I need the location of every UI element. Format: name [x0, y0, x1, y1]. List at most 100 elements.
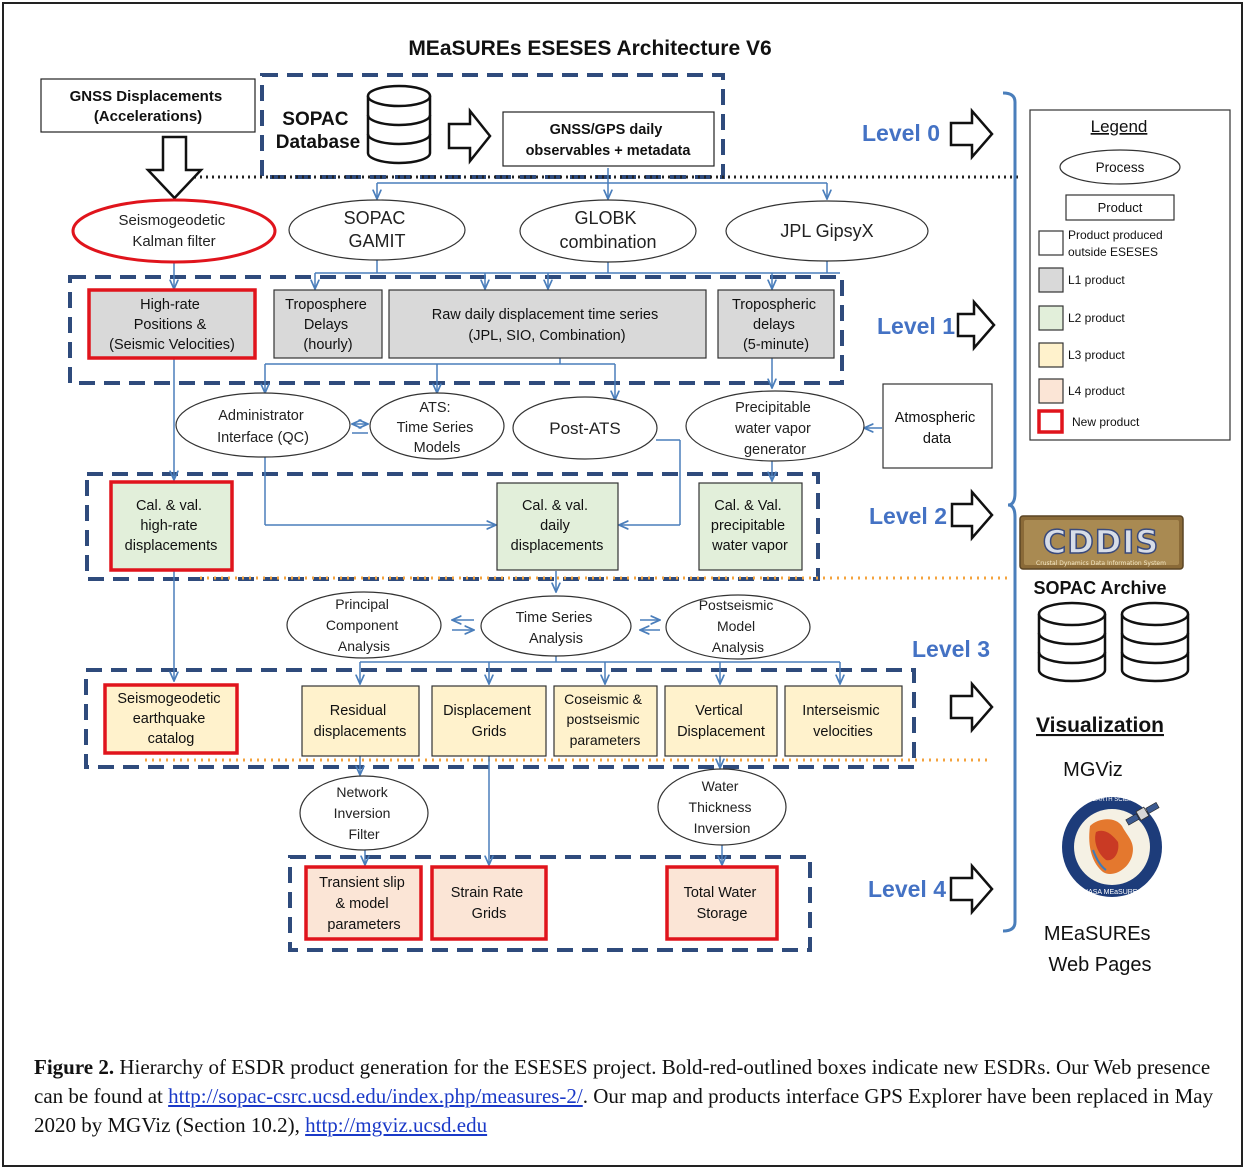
mgviz-link[interactable]: http://mgviz.ucsd.edu	[305, 1113, 488, 1137]
svg-text:Tropospheric delays: Tropospheric delays (5-minute)	[732, 297, 820, 353]
svg-text:NASA MEaSUREs: NASA MEaSUREs	[1083, 889, 1141, 896]
database-cylinder-icon	[366, 84, 432, 165]
figure-label: Figure 2.	[34, 1055, 115, 1079]
svg-text:Post-ATS: Post-ATS	[549, 419, 620, 438]
svg-text:GNSS/GPS daily observabl: GNSS/GPS daily observables + metadata	[526, 122, 692, 159]
architecture-diagram: MEaSUREs ESESES Architecture V6	[40, 37, 1231, 976]
level4-label: Level 4	[868, 876, 946, 902]
transient-slip-product: Transient slip & model parameters	[304, 865, 423, 941]
level0-label: Level 0	[862, 120, 940, 146]
svg-text:Seismogeodetic earthquak: Seismogeodetic earthquake catalog	[117, 691, 224, 747]
svg-text:Precipitable water vapor: Precipitable water vapor generator	[734, 400, 815, 458]
sopac-database-label: SOPAC Database	[276, 109, 361, 153]
figure-caption: Figure 2. Hierarchy of ESDR product gene…	[34, 1053, 1214, 1140]
level3-label: Level 3	[912, 636, 990, 662]
level-arrows	[949, 107, 996, 916]
svg-text:Product produced outside: Product produced outside ESESES	[1068, 228, 1166, 259]
archive-database-icon-2	[1120, 601, 1190, 683]
svg-text:L4 product: L4 product	[1068, 384, 1125, 398]
level4-arrow-icon	[949, 862, 994, 916]
svg-text:L1 product: L1 product	[1068, 273, 1125, 287]
pwv-product: Cal. & Val. precipitable water vapor	[698, 482, 803, 571]
ats-process: ATS: Time Series Models	[369, 392, 505, 460]
daily-displacements-product: Cal. & val. daily displacements	[496, 482, 619, 571]
svg-text:GLOBK combination: GLOBK combination	[559, 208, 656, 252]
svg-text:Seismogeodetic Kalman fi: Seismogeodetic Kalman filter	[119, 212, 230, 250]
level4-frame	[288, 855, 812, 952]
level3-arrow-icon	[949, 680, 994, 734]
svg-text:Troposphere Delays: Troposphere Delays (hourly)	[285, 297, 371, 353]
raw-daily-timeseries-product: Raw daily displacement time series (JPL,…	[388, 289, 707, 359]
svg-text:Time Series Analysis: Time Series Analysis	[516, 610, 597, 647]
gnss-observables-box: GNSS/GPS daily observables + metadata	[502, 111, 715, 167]
residual-displacements-product: Residual displacements	[301, 685, 420, 757]
high-rate-positions-product: High-rate Positions & (Seismic Velocitie…	[87, 288, 257, 360]
caption-text-2: . Our map and products interface GPS Exp…	[34, 1084, 1214, 1137]
network-inversion-process: Network Inversion Filter	[299, 775, 429, 851]
legend-title: Legend	[1091, 117, 1148, 136]
svg-text:Network Inversion: Network Inversion Filter	[334, 784, 395, 842]
svg-text:CDDIS: CDDIS	[1043, 523, 1160, 561]
svg-text:Vertical Displacement: Vertical Displacement	[677, 703, 765, 740]
troposphere-hourly-product: Troposphere Delays (hourly)	[273, 289, 383, 359]
pwv-generator-process: Precipitable water vapor generator	[685, 390, 865, 462]
globk-process: GLOBK combination	[519, 199, 697, 263]
sopac-archive-label: SOPAC Archive	[1033, 578, 1166, 598]
pca-process: Principal Component Analysis	[286, 591, 442, 659]
water-thickness-process: Water Thickness Inversion	[657, 768, 787, 846]
admin-interface-process: Administrator Interface (QC)	[175, 392, 351, 458]
archive-database-icon-1	[1037, 601, 1107, 683]
level1-arrow-icon	[956, 298, 996, 352]
svg-text:Total Water Storage: Total Water Storage	[684, 885, 761, 922]
sopac-measures-link[interactable]: http://sopac-csrc.ucsd.edu/index.php/mea…	[168, 1084, 583, 1108]
svg-text:Administrator Interface: Administrator Interface (QC)	[217, 408, 309, 446]
displacement-grids-product: Displacement Grids	[431, 685, 547, 757]
svg-text:L3 product: L3 product	[1068, 348, 1125, 362]
strain-rate-grids-product: Strain Rate Grids	[430, 865, 548, 941]
svg-text:ATS: Time Series M: ATS: Time Series Models	[397, 400, 478, 456]
diagram-title: MEaSUREs ESESES Architecture V6	[408, 37, 771, 60]
svg-text:GNSS Displacements (Acce: GNSS Displacements (Accelerations)	[70, 88, 227, 125]
svg-text:Coseismic & postseismic: Coseismic & postseismic parameters	[564, 691, 646, 748]
gnss-displacements-box: GNSS Displacements (Accelerations)	[40, 78, 256, 133]
svg-text:Displacement Grids: Displacement Grids	[443, 703, 535, 740]
level3-frame	[84, 668, 916, 769]
svg-text:JPL GipsyX: JPL GipsyX	[780, 221, 873, 241]
caption-text-1: Hierarchy of ESDR product generation for…	[34, 1055, 1211, 1108]
tropospheric-5min-product: Tropospheric delays (5-minute)	[717, 289, 835, 359]
cddis-logo: CDDIS Crustal Dynamics Data Information …	[1019, 515, 1184, 570]
time-series-analysis-process: Time Series Analysis	[480, 595, 632, 657]
gnss-down-arrow	[145, 135, 204, 200]
interseismic-velocities-product: Interseismic velocities	[784, 685, 903, 757]
hr-displacements-product: Cal. & val. high-rate displacements	[109, 480, 234, 572]
gamit-process: SOPAC GAMIT	[288, 199, 466, 261]
svg-text:High-rate Positions &: High-rate Positions & (Seismic Velocitie…	[109, 297, 235, 353]
svg-text:Postseismic Model: Postseismic Model Analysis	[699, 597, 778, 655]
level1-frame	[68, 275, 844, 385]
svg-text:Strain Rate Grids: Strain Rate Grids	[451, 885, 528, 922]
svg-text:Atmospheric data: Atmospheric data	[895, 410, 980, 447]
svg-text:New product: New product	[1072, 415, 1140, 429]
atmospheric-data-box: Atmospheric data	[882, 383, 993, 469]
svg-text:Principal Component: Principal Component Analysis	[326, 596, 402, 654]
svg-text:Product: Product	[1098, 200, 1143, 215]
level0-arrow-icon	[949, 107, 994, 161]
svg-text:Cal. & val. daily: Cal. & val. daily displacements	[511, 498, 604, 554]
level0-frame	[260, 73, 725, 179]
svg-text:Cal. & Val. precipitable: Cal. & Val. precipitable water vapor	[711, 498, 789, 554]
gipsyx-process: JPL GipsyX	[725, 200, 929, 262]
vertical-displacement-product: Vertical Displacement	[664, 685, 778, 757]
svg-text:EXTENDED SOLID EARTH SCIENCE E: EXTENDED SOLID EARTH SCIENCE ESDR SYSTEM	[1038, 797, 1185, 803]
postseismic-process: Postseismic Model Analysis	[665, 594, 811, 660]
level2-label: Level 2	[869, 503, 947, 529]
svg-text:Raw daily displacement time se: Raw daily displacement time series (JPL,…	[432, 307, 662, 344]
svg-text:SOPAC GAMIT: SOPAC GAMIT	[344, 208, 411, 251]
level2-arrow-icon	[950, 488, 994, 542]
kalman-filter-process: Seismogeodetic Kalman filter	[71, 198, 277, 264]
svg-text:L2 product: L2 product	[1068, 311, 1125, 325]
coseismic-parameters-product: Coseismic & postseismic parameters	[553, 685, 658, 757]
legend: Legend Process Product Product produced …	[1029, 109, 1231, 441]
arrow-right-icon	[447, 107, 492, 165]
right-bracket	[1002, 91, 1017, 933]
